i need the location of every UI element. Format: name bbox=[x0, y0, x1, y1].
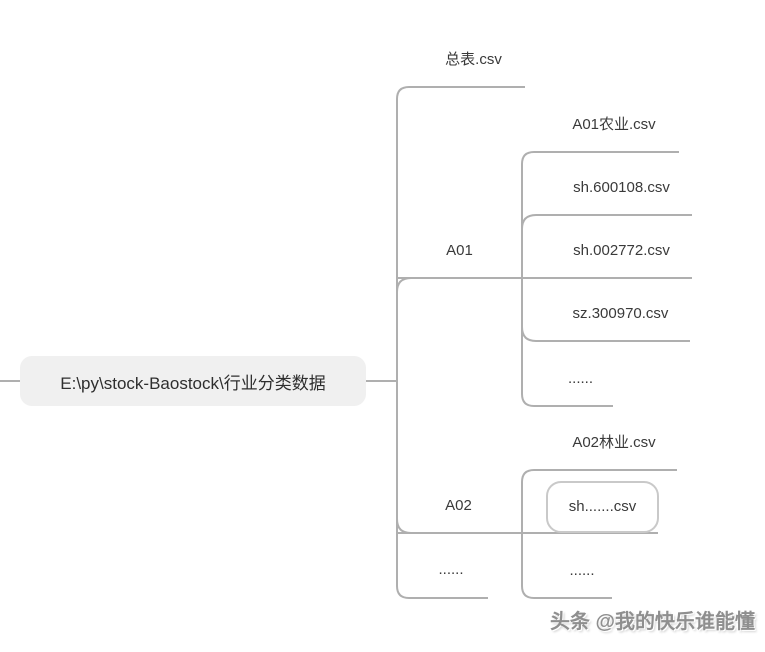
node-sz300970-csv[interactable]: sz.300970.csv bbox=[572, 305, 669, 322]
main-spine-line bbox=[396, 86, 525, 599]
node-a02-linye-csv[interactable]: A02林业.csv bbox=[572, 434, 656, 451]
node-a01-nongye-csv[interactable]: A01农业.csv bbox=[572, 116, 656, 133]
node-ellipsis-a01[interactable]: ...... bbox=[567, 370, 593, 387]
node-a02[interactable]: A02 bbox=[445, 497, 472, 514]
node-sh600108-csv[interactable]: sh.600108.csv bbox=[573, 179, 670, 196]
sz300970-underline bbox=[521, 326, 690, 342]
node-zongbiao-csv[interactable]: 总表.csv bbox=[445, 51, 502, 68]
root-node[interactable]: E:\py\stock-Baostock\行业分类数据 bbox=[20, 356, 366, 406]
node-a01[interactable]: A01 bbox=[446, 242, 473, 259]
a02-junction-fillet bbox=[396, 518, 412, 534]
a01-junction-fillet bbox=[396, 277, 412, 293]
node-ellipsis-main[interactable]: ...... bbox=[438, 561, 464, 578]
sh600108-underline bbox=[521, 214, 692, 230]
a01-children-bracket bbox=[521, 151, 679, 407]
a02-children-bracket bbox=[521, 469, 677, 599]
node-ellipsis-a02[interactable]: ...... bbox=[569, 562, 595, 579]
toutiao-watermark: 头条 @我的快乐谁能懂 bbox=[549, 611, 755, 633]
node-sh-dots-csv-boxed[interactable]: sh.......csv bbox=[568, 498, 637, 515]
boxed-node-border bbox=[546, 481, 659, 533]
node-sh002772-csv[interactable]: sh.002772.csv bbox=[573, 242, 670, 259]
